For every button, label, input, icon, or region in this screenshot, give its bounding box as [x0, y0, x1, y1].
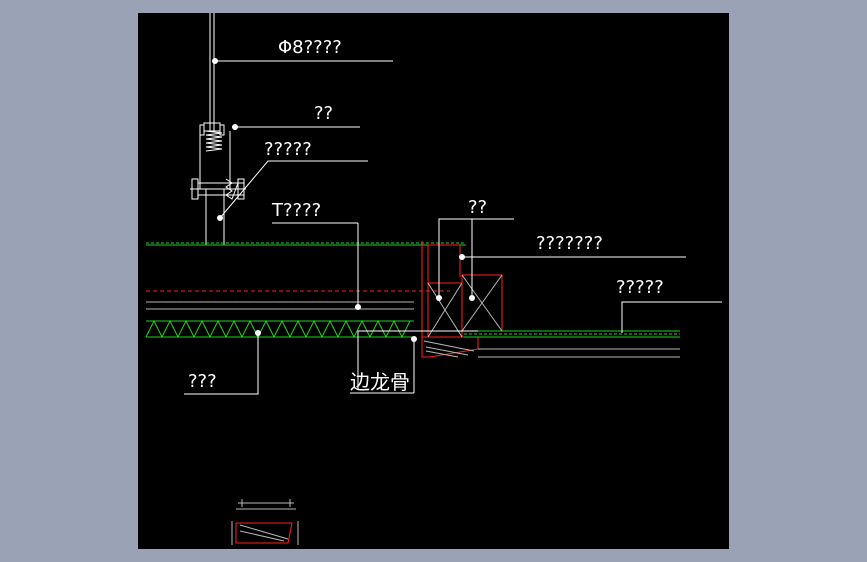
label-rod: Φ8????	[278, 37, 342, 58]
label-nut: ??	[314, 103, 333, 124]
wood-block-right	[459, 245, 503, 332]
label-wood: ??	[468, 197, 487, 218]
label-mineral: ???	[188, 371, 217, 392]
label-hanger: ?????	[264, 139, 312, 160]
leader-dots	[212, 58, 475, 342]
label-t-keel: T????	[271, 200, 321, 221]
ceiling-panel-right	[464, 330, 680, 358]
leader-lines	[184, 60, 722, 395]
label-board: ???????	[536, 233, 603, 254]
drawing-canvas[interactable]: Φ8???? ?? ????? T???? ?? ??????? ????? ?…	[138, 13, 729, 549]
mineral-board	[145, 319, 414, 339]
detail-thumbnail	[231, 499, 299, 545]
nut-assembly	[199, 122, 225, 152]
wood-block-left	[427, 282, 463, 338]
label-edge-keel: 边龙骨	[350, 370, 410, 394]
ceiling-lines-upper	[146, 242, 466, 310]
hanger-rod	[209, 13, 215, 131]
section-drawing: Φ8???? ?? ????? T???? ?? ??????? ????? ?…	[145, 13, 722, 545]
label-ceiling: ?????	[616, 277, 664, 298]
